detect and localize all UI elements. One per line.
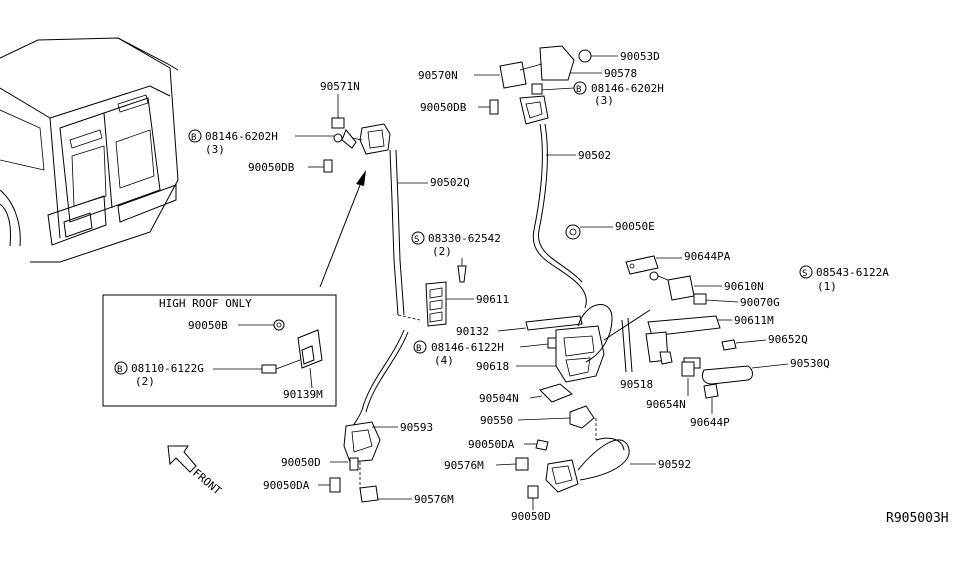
label-90502: 90502 [578, 149, 611, 162]
svg-text:B: B [191, 133, 196, 143]
label-90570N: 90570N [418, 69, 458, 82]
qty-08146-mid: (4) [434, 354, 454, 367]
label-90050DB-right: 90050DB [420, 101, 467, 114]
label-90571N: 90571N [320, 80, 360, 93]
inset-title: HIGH ROOF ONLY [159, 297, 252, 310]
pointer-arrow [319, 170, 366, 288]
label-90550: 90550 [480, 414, 513, 427]
bolt-marker: B [413, 340, 427, 354]
label-08543-6122A: 08543-6122A [816, 266, 889, 279]
svg-text:B: B [416, 344, 421, 354]
label-90132: 90132 [456, 325, 489, 338]
qty-08146-left: (3) [205, 143, 225, 156]
label-90578: 90578 [604, 67, 637, 80]
bolt-marker: B [114, 361, 128, 375]
high-roof-inset: HIGH ROOF ONLY 90050B B 08110-6122G (2) … [102, 294, 337, 407]
label-90050DA-right: 90050DA [468, 438, 515, 451]
label-90618: 90618 [476, 360, 509, 373]
bolt-marker: B [573, 81, 587, 95]
label-90644PA: 90644PA [684, 250, 731, 263]
qty-08330: (2) [432, 245, 452, 258]
label-90070G: 90070G [740, 296, 780, 309]
handle-group: 90644PA S 08543-6122A (1) 90610N 90070G … [625, 250, 889, 429]
qty-08146-right: (3) [594, 94, 614, 107]
label-08110-6122G: 08110-6122G [131, 362, 204, 375]
label-90139M: 90139M [283, 388, 323, 401]
center-lock-group: S 08330-62542 (2) 90611 90593 90050D 900… [263, 231, 509, 506]
screw-marker: S [799, 265, 813, 279]
label-90652Q: 90652Q [768, 333, 808, 346]
qty-08543: (1) [817, 280, 837, 293]
label-90502Q: 90502Q [430, 176, 470, 189]
label-90518: 90518 [620, 378, 653, 391]
label-90050DB-left: 90050DB [248, 161, 295, 174]
label-08330-62542: 08330-62542 [428, 232, 501, 245]
label-08146-6202H-right: 08146-6202H [591, 82, 664, 95]
lower-latch-group: 90050DA 90576M 90592 90050D [444, 437, 691, 523]
label-90050DA-left: 90050DA [263, 479, 310, 492]
screw-marker: S [411, 231, 425, 245]
label-90050E: 90050E [615, 220, 655, 233]
bolt-marker: B [188, 129, 202, 143]
label-90530Q: 90530Q [790, 357, 830, 370]
label-90050D-right: 90050D [511, 510, 551, 523]
label-90504N: 90504N [479, 392, 519, 405]
diagram-reference-code: R905003H [886, 511, 949, 526]
svg-text:B: B [117, 365, 122, 375]
label-90050B: 90050B [188, 319, 228, 332]
svg-text:S: S [414, 235, 419, 245]
label-90611: 90611 [476, 293, 509, 306]
svg-text:S: S [802, 269, 807, 279]
label-90053D: 90053D [620, 50, 660, 63]
svg-text:B: B [576, 85, 581, 95]
label-90654N: 90654N [646, 398, 686, 411]
door-lock-assembly: 90132 B 08146-6122H (4) 90618 90518 9050… [413, 304, 653, 440]
left-hinge-group: 90571N B 08146-6202H (3) 90050DB 90502Q [188, 80, 470, 316]
label-90576M-left: 90576M [414, 493, 454, 506]
label-90592: 90592 [658, 458, 691, 471]
label-90611M: 90611M [734, 314, 774, 327]
label-08146-6122H: 08146-6122H [431, 341, 504, 354]
front-arrow: FRONT [167, 445, 224, 498]
label-08146-6202H-left: 08146-6202H [205, 130, 278, 143]
right-hinge-group: 90570N 90053D 90578 B 08146-6202H (3) 90… [418, 45, 664, 309]
label-90610N: 90610N [724, 280, 764, 293]
label-90644P: 90644P [690, 416, 730, 429]
label-90050D-left: 90050D [281, 456, 321, 469]
front-label: FRONT [190, 466, 224, 497]
qty-08110: (2) [135, 375, 155, 388]
label-90593: 90593 [400, 421, 433, 434]
van-illustration [0, 37, 179, 263]
label-90576M-right: 90576M [444, 459, 484, 472]
